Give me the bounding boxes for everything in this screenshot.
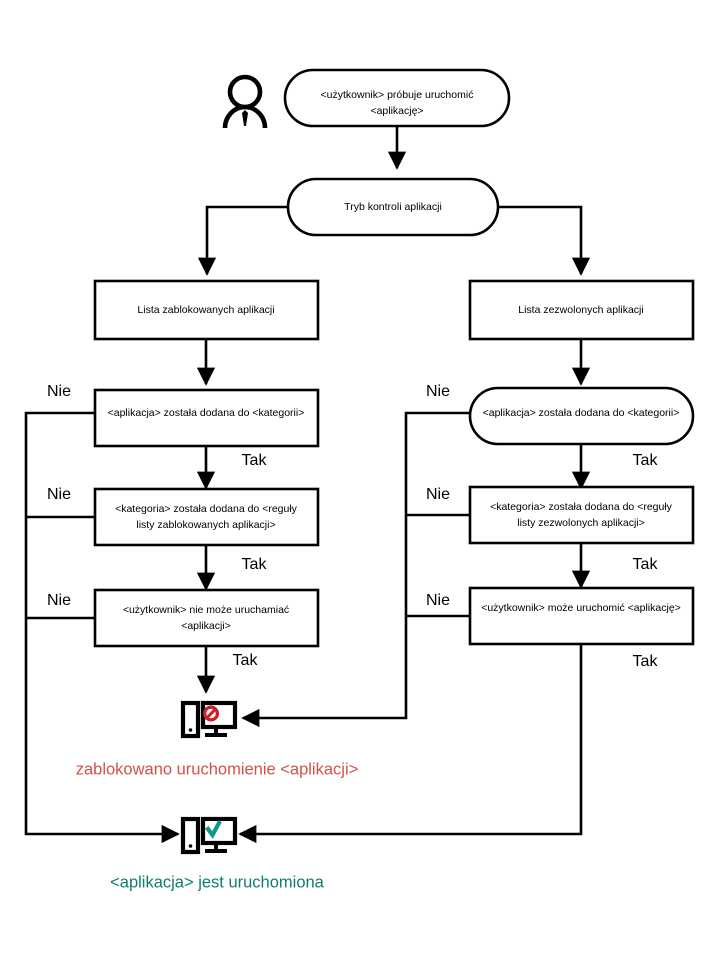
node-deny-app-category: <aplikacja> została dodana do <kategorii… [93, 388, 320, 448]
label-left-yes-2: Tak [242, 556, 268, 573]
label-right-no-3: Nie [426, 592, 450, 609]
node-start: <użytkownik> próbuje uruchomić <aplikacj… [283, 68, 511, 128]
label-left-no-1: Nie [47, 383, 71, 400]
node-allowlist: Lista zezwolonych aplikacji [468, 279, 695, 341]
node-allow-app-category: <aplikacja> została dodana do <kategorii… [468, 386, 695, 446]
label-right-no-2: Nie [426, 486, 450, 503]
node-mode-label: Tryb kontroli aplikacji [344, 201, 442, 213]
node-start-line2: <aplikację> [370, 105, 423, 117]
blocked-outcome-label: zablokowano uruchomienie <aplikacji> [76, 760, 359, 778]
label-right-yes-2: Tak [633, 556, 659, 573]
edge-right-no-collector [241, 411, 470, 728]
allowed-outcome-label: <aplikacja> jest uruchomiona [110, 873, 325, 891]
node-deny-category-rule-line2: listy zablokowanych aplikacji> [136, 519, 275, 531]
node-allow-user-label: <użytkownik> może uruchomić <aplikację> [481, 602, 681, 614]
edge-allow-to-allowed-outcome [238, 644, 583, 844]
node-deny-user-line1: <użytkownik> nie może uruchamiać [123, 604, 289, 616]
label-right-yes-1: Tak [633, 452, 659, 469]
computer-allowed-icon [180, 816, 238, 855]
edge-left-no-collector [24, 411, 180, 844]
label-right-no-1: Nie [426, 383, 450, 400]
node-denylist: Lista zablokowanych aplikacji [93, 279, 320, 341]
node-deny-user: <użytkownik> nie może uruchamiać <aplika… [93, 588, 320, 648]
node-allow-app-category-label: <aplikacja> została dodana do <kategorii… [483, 407, 680, 419]
label-left-no-2: Nie [47, 486, 71, 503]
node-allow-category-rule-line2: listy zezwolonych aplikacji> [517, 517, 645, 529]
label-left-yes-1: Tak [242, 452, 268, 469]
node-deny-app-category-label: <aplikacja> została dodana do <kategorii… [108, 407, 305, 419]
computer-blocked-icon [180, 700, 238, 739]
node-mode: Tryb kontroli aplikacji [286, 177, 500, 237]
node-allowlist-label: Lista zezwolonych aplikacji [518, 304, 643, 316]
node-denylist-label: Lista zablokowanych aplikacji [137, 304, 274, 316]
node-start-line1: <użytkownik> próbuje uruchomić [321, 89, 474, 101]
node-allow-category-rule-line1: <kategoria> została dodana do <reguły [490, 501, 673, 513]
user-person-icon [222, 74, 268, 129]
node-deny-category-rule-line1: <kategoria> została dodana do <reguły [115, 503, 298, 515]
edge-mode-to-denylist [197, 205, 288, 276]
node-allow-user: <użytkownik> może uruchomić <aplikację> [468, 586, 695, 646]
node-deny-category-rule: <kategoria> została dodana do <reguły li… [93, 487, 320, 547]
label-left-yes-3: Tak [233, 652, 259, 669]
label-right-yes-3: Tak [633, 653, 659, 670]
node-deny-user-line2: <aplikacji> [181, 620, 231, 632]
edge-mode-to-allowlist [498, 205, 591, 276]
node-allow-category-rule: <kategoria> została dodana do <reguły li… [468, 485, 695, 545]
label-left-no-3: Nie [47, 592, 71, 609]
